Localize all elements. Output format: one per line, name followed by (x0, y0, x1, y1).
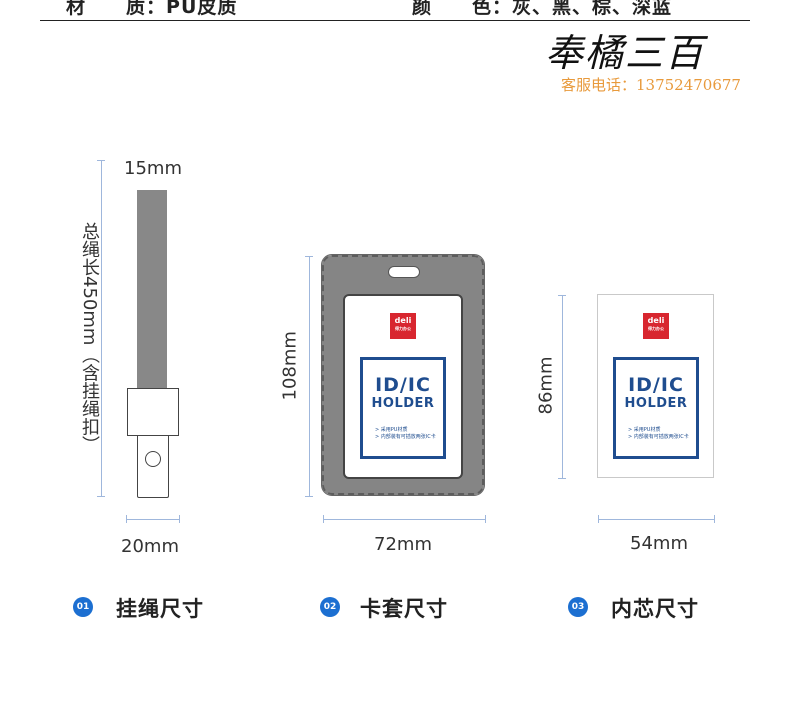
id-card-line1: > 采用PU材质 (375, 427, 408, 433)
lanyard-clip-tab (137, 436, 169, 498)
material-label: 材 质： (66, 0, 167, 18)
lanyard-length-dimension-line (101, 160, 102, 496)
id-card-line2: > 内部装有可插放两张IC卡 (628, 434, 689, 440)
holder-height-dimension-line (309, 256, 310, 496)
insert-height-dimension-line (562, 295, 563, 478)
dimension-tick (305, 496, 313, 497)
dimension-tick (305, 256, 313, 257)
id-card-frame: ID/IC HOLDER > 采用PU材质 > 内部装有可插放两张IC卡 (360, 357, 446, 459)
lanyard-strap (137, 190, 167, 388)
caption-insert: 内芯尺寸 (611, 597, 699, 621)
holder-width-dimension-line (323, 519, 485, 520)
dimension-tick (558, 295, 566, 296)
caption-holder: 卡套尺寸 (360, 597, 448, 621)
brand-phone: 客服电话：13752470677 (561, 76, 741, 94)
header-divider (40, 20, 750, 21)
logo-text: deli (394, 316, 412, 325)
dimension-tick (598, 515, 599, 523)
dimension-tick (714, 515, 715, 523)
deli-logo: deli 得力办公 (643, 313, 669, 339)
dimension-tick (558, 478, 566, 479)
caption-lanyard: 挂绳尺寸 (116, 597, 204, 621)
brand-name: 奉橘三百 (545, 31, 706, 75)
clip-width-label: 20mm (121, 536, 179, 557)
lanyard-clip-buckle (127, 388, 179, 436)
id-card-line1: > 采用PU材质 (628, 427, 661, 433)
lanyard-length-label: 总绳长450mm（含挂绳扣） (79, 222, 100, 454)
card-holder-slot (388, 266, 420, 278)
id-card-frame: ID/IC HOLDER > 采用PU材质 > 内部装有可插放两张IC卡 (613, 357, 699, 459)
insert-width-dimension-line (598, 519, 714, 520)
color-spec: 颜 色：灰、黑、棕、深蓝 (412, 0, 672, 19)
id-card-subtitle: HOLDER (624, 396, 688, 411)
id-card-title: ID/IC (375, 374, 431, 396)
material-value: PU皮质 (166, 0, 238, 18)
caption-number-badge: 01 (73, 597, 93, 617)
id-card-title: ID/IC (628, 374, 684, 396)
logo-subtext: 得力办公 (648, 326, 664, 331)
material-spec: 材 质：PU皮质 (66, 0, 237, 19)
deli-logo: deli 得力办公 (390, 313, 416, 339)
color-label: 颜 色： (412, 0, 513, 18)
logo-subtext: 得力办公 (395, 326, 411, 331)
insert-height-label: 86mm (535, 356, 557, 415)
dimension-tick (97, 160, 105, 161)
dimension-tick (179, 515, 180, 523)
holder-width-label: 72mm (374, 534, 432, 555)
id-card-line2: > 内部装有可插放两张IC卡 (375, 434, 436, 440)
caption-number-badge: 02 (320, 597, 340, 617)
dimension-tick (97, 496, 105, 497)
logo-text: deli (647, 316, 665, 325)
color-value: 灰、黑、棕、深蓝 (512, 0, 673, 18)
dimension-tick (126, 515, 127, 523)
caption-number-badge: 03 (568, 597, 588, 617)
holder-height-label: 108mm (279, 331, 301, 401)
lanyard-clip-hole (145, 451, 161, 467)
lanyard-width-label: 15mm (124, 158, 182, 179)
dimension-tick (323, 515, 324, 523)
clip-width-dimension-line (126, 519, 179, 520)
dimension-tick (485, 515, 486, 523)
insert-width-label: 54mm (630, 533, 688, 554)
id-card-subtitle: HOLDER (371, 396, 435, 411)
